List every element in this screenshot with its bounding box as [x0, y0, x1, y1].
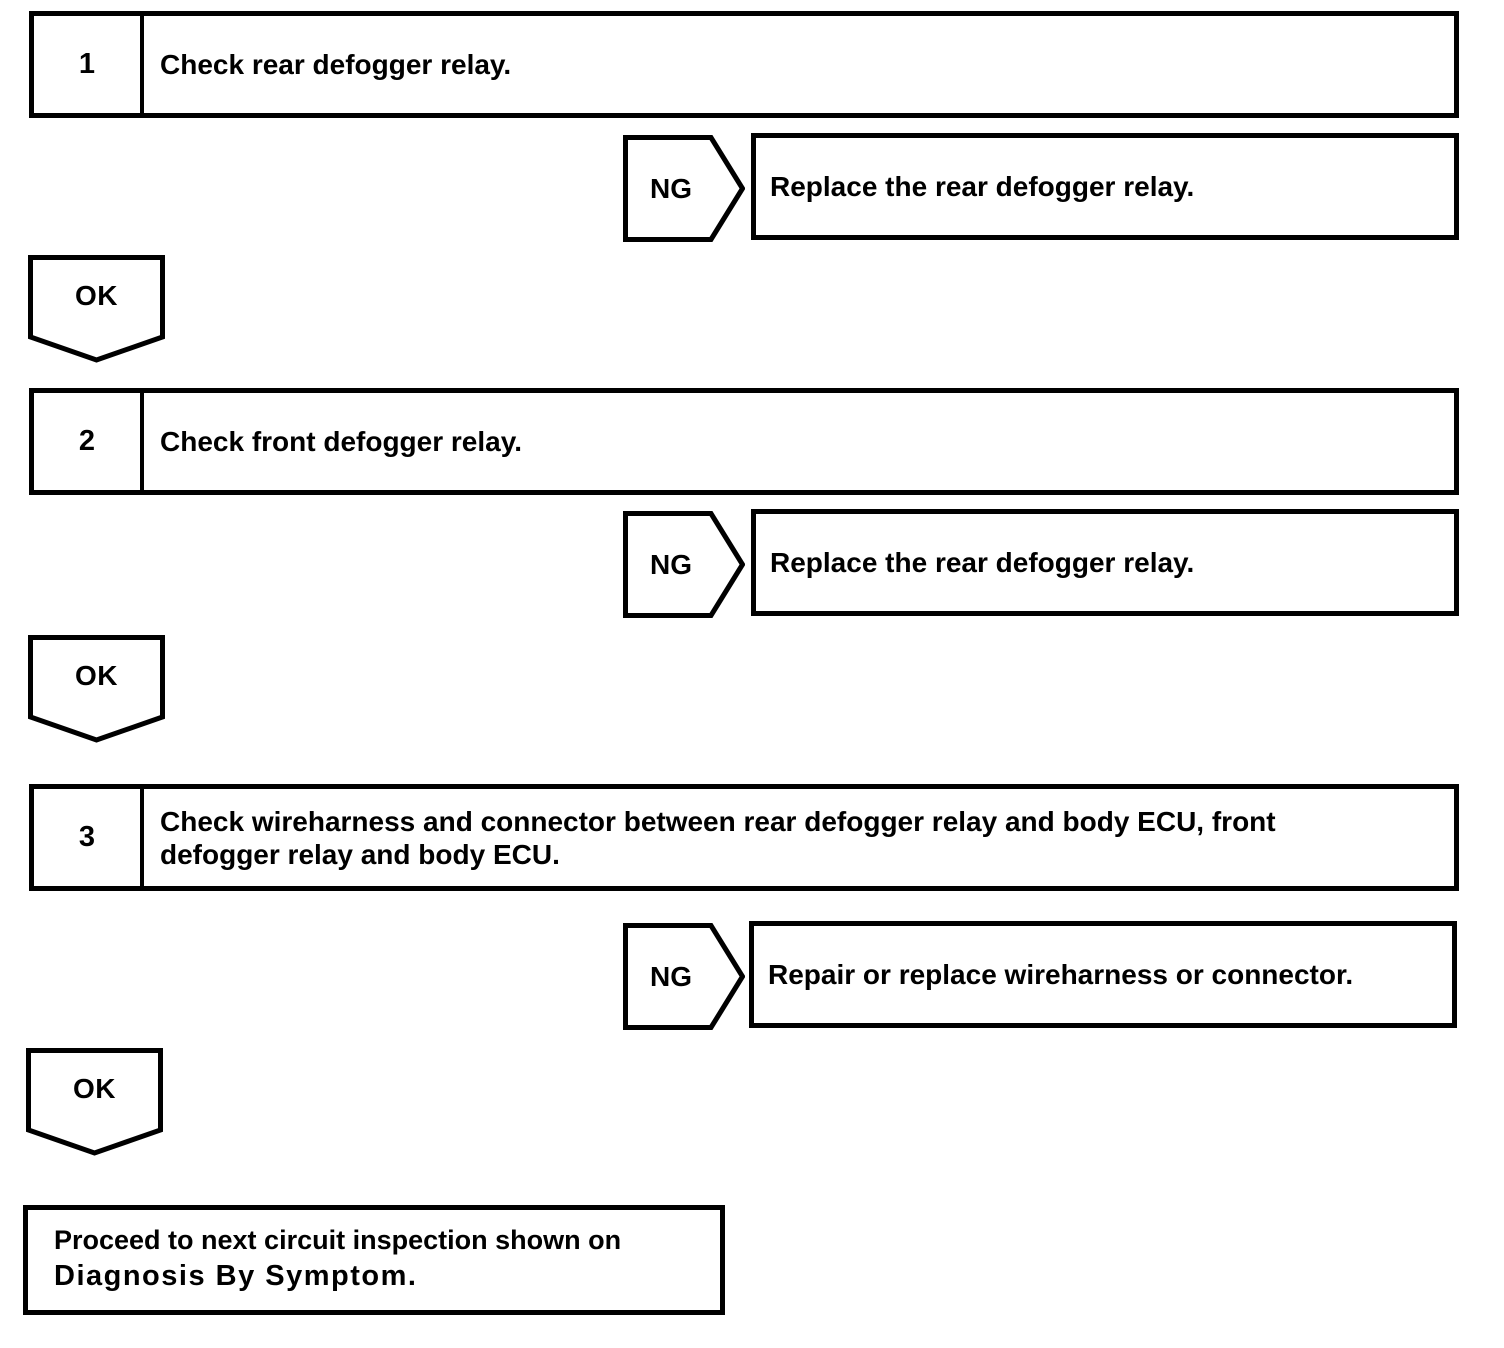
final-instruction-box: Proceed to next circuit inspection shown… — [23, 1205, 725, 1315]
step-box-3: 3 Check wireharness and connector betwee… — [29, 784, 1459, 891]
ok-pentagon-icon — [28, 255, 165, 363]
ok-label-2: OK — [75, 660, 118, 691]
step-box-1: 1 Check rear defogger relay. — [29, 11, 1459, 118]
step-number-1: 1 — [34, 16, 144, 113]
ok-pentagon-icon — [28, 635, 165, 743]
ng-action-box-3: Repair or replace wireharness or connect… — [749, 921, 1457, 1028]
ng-action-text-2: Replace the rear defogger relay. — [770, 546, 1195, 578]
step-number-2: 2 — [34, 393, 144, 490]
ng-arrow-icon — [623, 923, 745, 1030]
step-title-text-3: Check wireharness and connector between … — [160, 805, 1276, 870]
ng-connector-3: NG — [623, 923, 745, 1030]
ng-action-text-3: Repair or replace wireharness or connect… — [768, 958, 1354, 990]
ng-connector-2: NG — [623, 511, 745, 618]
ng-arrow-icon — [623, 135, 745, 242]
step-title-3: Check wireharness and connector between … — [144, 789, 1454, 886]
final-instruction-line1: Proceed to next circuit inspection shown… — [54, 1225, 622, 1255]
ng-label-3: NG — [650, 960, 692, 992]
ng-connector-1: NG — [623, 135, 745, 242]
ok-connector-2: OK — [28, 635, 165, 743]
ng-arrow-icon — [623, 511, 745, 618]
ok-label-3: OK — [73, 1073, 116, 1104]
ng-action-box-1: Replace the rear defogger relay. — [751, 133, 1459, 240]
step-title-1: Check rear defogger relay. — [144, 16, 1454, 113]
ng-action-text-1: Replace the rear defogger relay. — [770, 170, 1195, 202]
final-instruction-line2: Diagnosis By Symptom. — [54, 1260, 418, 1292]
step-title-2: Check front defogger relay. — [144, 393, 1454, 490]
step-box-2: 2 Check front defogger relay. — [29, 388, 1459, 495]
ok-connector-1: OK — [28, 255, 165, 363]
step-title-text-2: Check front defogger relay. — [160, 426, 523, 457]
ng-label-2: NG — [650, 548, 692, 580]
step-number-3: 3 — [34, 789, 144, 886]
ok-pentagon-icon — [26, 1048, 163, 1156]
ng-label-1: NG — [650, 172, 692, 204]
ok-label-1: OK — [75, 280, 118, 311]
ok-connector-3: OK — [26, 1048, 163, 1156]
ng-action-box-2: Replace the rear defogger relay. — [751, 509, 1459, 616]
step-title-text-1: Check rear defogger relay. — [160, 49, 512, 80]
